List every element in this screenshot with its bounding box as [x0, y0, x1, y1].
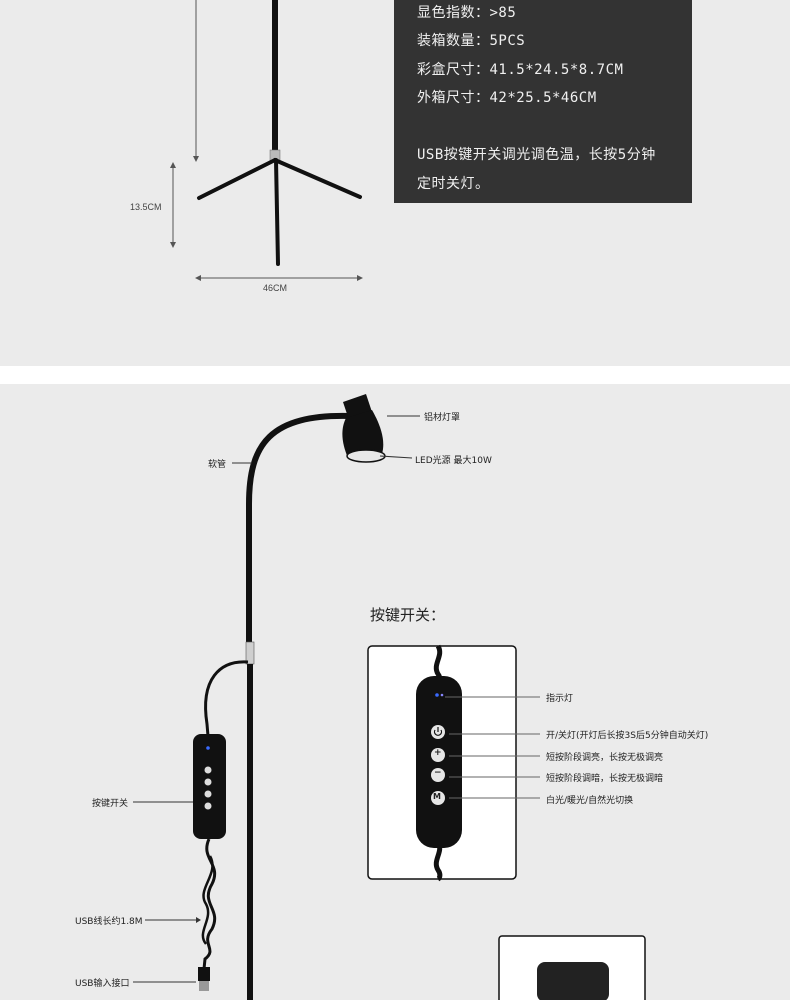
spec-box: 显色指数：>85 装箱数量：5PCS 彩盒尺寸：41.5*24.5*8.7CM …: [394, 0, 692, 203]
lamp-pole: [272, 0, 278, 150]
spec-usb-note-2: 定时关灯。: [417, 176, 490, 192]
label-indicator: 指示灯: [546, 694, 574, 704]
lamp-parts-panel: + − M 铝材灯罩 LED光源 最大10W 软管 按键开关 USB线长约1.8…: [0, 384, 790, 1000]
label-usb-length: USB线长约1.8M: [75, 917, 143, 927]
base-width-label: 46CM: [263, 283, 288, 293]
tripod-leg-front: [274, 158, 280, 266]
lamp-illustration: [133, 394, 646, 1000]
spec-pack-qty: 装箱数量：5PCS: [417, 33, 526, 49]
switch-detail-body: [416, 676, 462, 848]
switch-heading: 按键开关：: [370, 606, 446, 624]
tripod-leg-right: [273, 158, 362, 199]
spec-color-box: 彩盒尺寸：41.5*24.5*8.7CM: [417, 62, 624, 78]
tripod-leg-left: [197, 158, 277, 200]
label-plus: 短按阶段调亮，长按无极调亮: [546, 753, 664, 763]
tripod-illustration: [170, 0, 363, 281]
indicator-led: [435, 693, 439, 697]
label-mode: 白光/暖光/自然光切换: [546, 796, 634, 806]
lamp-pole-lower: [247, 664, 253, 1000]
mode-button[interactable]: [431, 791, 445, 805]
label-usb-port: USB输入接口: [75, 979, 130, 989]
plus-button[interactable]: [431, 748, 445, 762]
label-power: 开/关灯(开灯后长按3S后5分钟自动关灯): [546, 731, 709, 741]
label-switch: 按键开关: [92, 799, 129, 809]
usb-plug: [199, 981, 209, 991]
power-button[interactable]: [431, 725, 445, 739]
label-hose: 软管: [208, 460, 227, 470]
label-shade: 铝材灯罩: [424, 413, 461, 423]
minus-glyph: −: [434, 768, 442, 778]
minus-button[interactable]: [431, 768, 445, 782]
leg-height-label: 13.5CM: [130, 202, 162, 212]
label-minus: 短按阶段调暗，长按无极调暗: [546, 774, 664, 784]
panel-divider: [0, 366, 790, 384]
spec-carton: 外箱尺寸：42*25.5*46CM: [417, 90, 597, 106]
mode-glyph: M: [433, 792, 441, 801]
power-adapter: [537, 962, 609, 1000]
plus-glyph: +: [434, 748, 442, 758]
gooseneck-hose: [246, 412, 353, 647]
spec-cri: 显色指数：>85: [417, 5, 517, 21]
label-led: LED光源 最大10W: [415, 456, 492, 466]
spec-usb-note-1: USB按键开关调光调色温，长按5分钟: [417, 147, 656, 163]
tripod-diagram-panel: 13.5CM 46CM 显色指数：>85 装箱数量：5PCS 彩盒尺寸：41.5…: [0, 0, 790, 366]
inline-switch: [193, 734, 226, 839]
lamp-shade: [342, 394, 386, 463]
